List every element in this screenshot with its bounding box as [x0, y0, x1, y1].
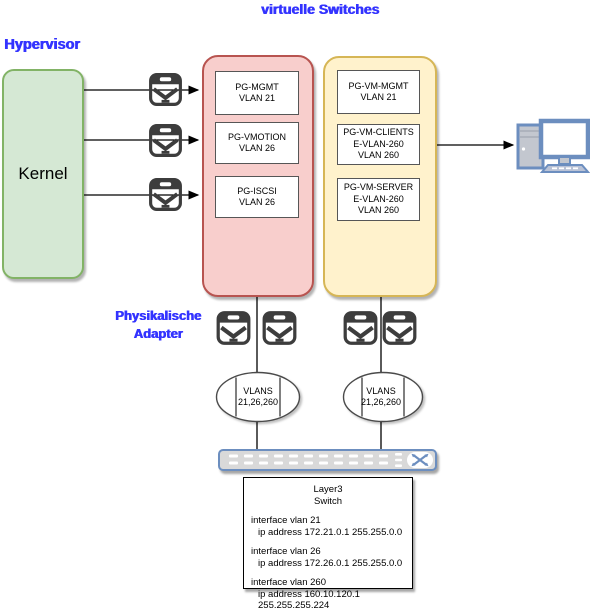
- physical-adapters-label-line1: Physikalische: [115, 308, 201, 323]
- physical-adapters-label: Physikalische Adapter: [104, 307, 212, 343]
- layer3-switch-icon: [218, 449, 437, 471]
- trunk-label-line2: 21,26,260: [360, 397, 402, 407]
- physical-adapters-label-line2: Adapter: [133, 326, 183, 341]
- config-ip-line: ip address 160.10.120.1 255.255.255.224: [258, 588, 360, 612]
- config-ip-line: ip address 172.21.0.1 255.255.0.0: [258, 526, 403, 538]
- kernel-node: Kernel: [2, 69, 84, 279]
- layer3-config-vlan21: interface vlan 21 ip address 172.21.0.1 …: [244, 515, 412, 538]
- vmk-nic-icon: [148, 177, 183, 212]
- portgroup-pg-vm-server: PG-VM-SERVER E-VLAN-260 VLAN 260: [337, 178, 420, 221]
- portgroup-name: PG-VM-MGMT: [348, 80, 409, 91]
- layer3-config-box: Layer3 Switch interface vlan 21 ip addre…: [243, 477, 413, 611]
- portgroup-name: PG-VM-CLIENTS: [343, 127, 414, 138]
- trunk-label-line2: 21,26,260: [237, 397, 279, 407]
- trunk-label: VLANS 21,26,260: [215, 386, 301, 408]
- portgroup-vlan: VLAN 21: [238, 93, 276, 103]
- portgroup-vlan: VLAN 26: [238, 143, 276, 153]
- trunk-label: VLANS 21,26,260: [340, 386, 422, 408]
- layer3-config-vlan260: interface vlan 260 ip address 160.10.120…: [244, 577, 412, 612]
- trunk-ellipse-icon: [215, 371, 301, 423]
- portgroup-pg-vmotion: PG-VMOTION VLAN 26: [215, 122, 299, 164]
- portgroup-name: PG-MGMT: [235, 81, 279, 92]
- trunk-label-line1: VLANS: [366, 386, 396, 396]
- portgroup-pg-vm-mgmt: PG-VM-MGMT VLAN 21: [337, 70, 420, 114]
- portgroup-vlan: VLAN 260: [357, 150, 400, 161]
- trunk-ellipse-icon: [342, 371, 424, 423]
- portgroup-evlan: E-VLAN-260: [353, 193, 404, 204]
- trunk-label-line1: VLANS: [243, 386, 273, 396]
- physical-adapter-icon: [215, 310, 252, 346]
- workstation-icon: [516, 118, 590, 173]
- portgroup-pg-iscsi: PG-ISCSI VLAN 26: [215, 176, 299, 218]
- config-interface-line: interface vlan 21: [251, 515, 321, 526]
- layer3-title-line1: Layer3: [313, 484, 343, 495]
- portgroup-vlan: VLAN 260: [357, 205, 400, 216]
- vlan-trunk-left: VLANS 21,26,260: [215, 371, 301, 423]
- portgroup-name: PG-VM-SERVER: [343, 182, 414, 193]
- config-ip-line: ip address 172.26.0.1 255.255.0.0: [258, 557, 403, 569]
- hypervisor-label: Hypervisor: [4, 37, 80, 53]
- diagram-title: virtuelle Switches: [260, 1, 380, 17]
- portgroup-name: PG-VMOTION: [228, 131, 286, 142]
- config-interface-line: interface vlan 26: [251, 546, 321, 557]
- config-interface-line: interface vlan 260: [251, 577, 326, 588]
- portgroup-vlan: VLAN 26: [238, 197, 276, 207]
- portgroup-vlan: VLAN 21: [360, 92, 397, 102]
- physical-adapter-icon: [342, 310, 379, 346]
- vmk-nic-icon: [148, 123, 183, 158]
- portgroup-evlan: E-VLAN-260: [353, 138, 404, 149]
- physical-adapter-icon: [381, 310, 418, 346]
- layer3-title-line2: Switch: [314, 495, 342, 507]
- portgroup-name: PG-ISCSI: [237, 185, 277, 196]
- physical-adapter-icon: [261, 310, 298, 346]
- vmk-nic-icon: [148, 72, 183, 107]
- portgroup-pg-vm-clients: PG-VM-CLIENTS E-VLAN-260 VLAN 260: [337, 124, 420, 165]
- layer3-config-vlan26: interface vlan 26 ip address 172.26.0.1 …: [244, 546, 412, 569]
- portgroup-pg-mgmt: PG-MGMT VLAN 21: [215, 71, 299, 115]
- vlan-trunk-right: VLANS 21,26,260: [340, 371, 424, 423]
- kernel-label: Kernel: [18, 164, 68, 183]
